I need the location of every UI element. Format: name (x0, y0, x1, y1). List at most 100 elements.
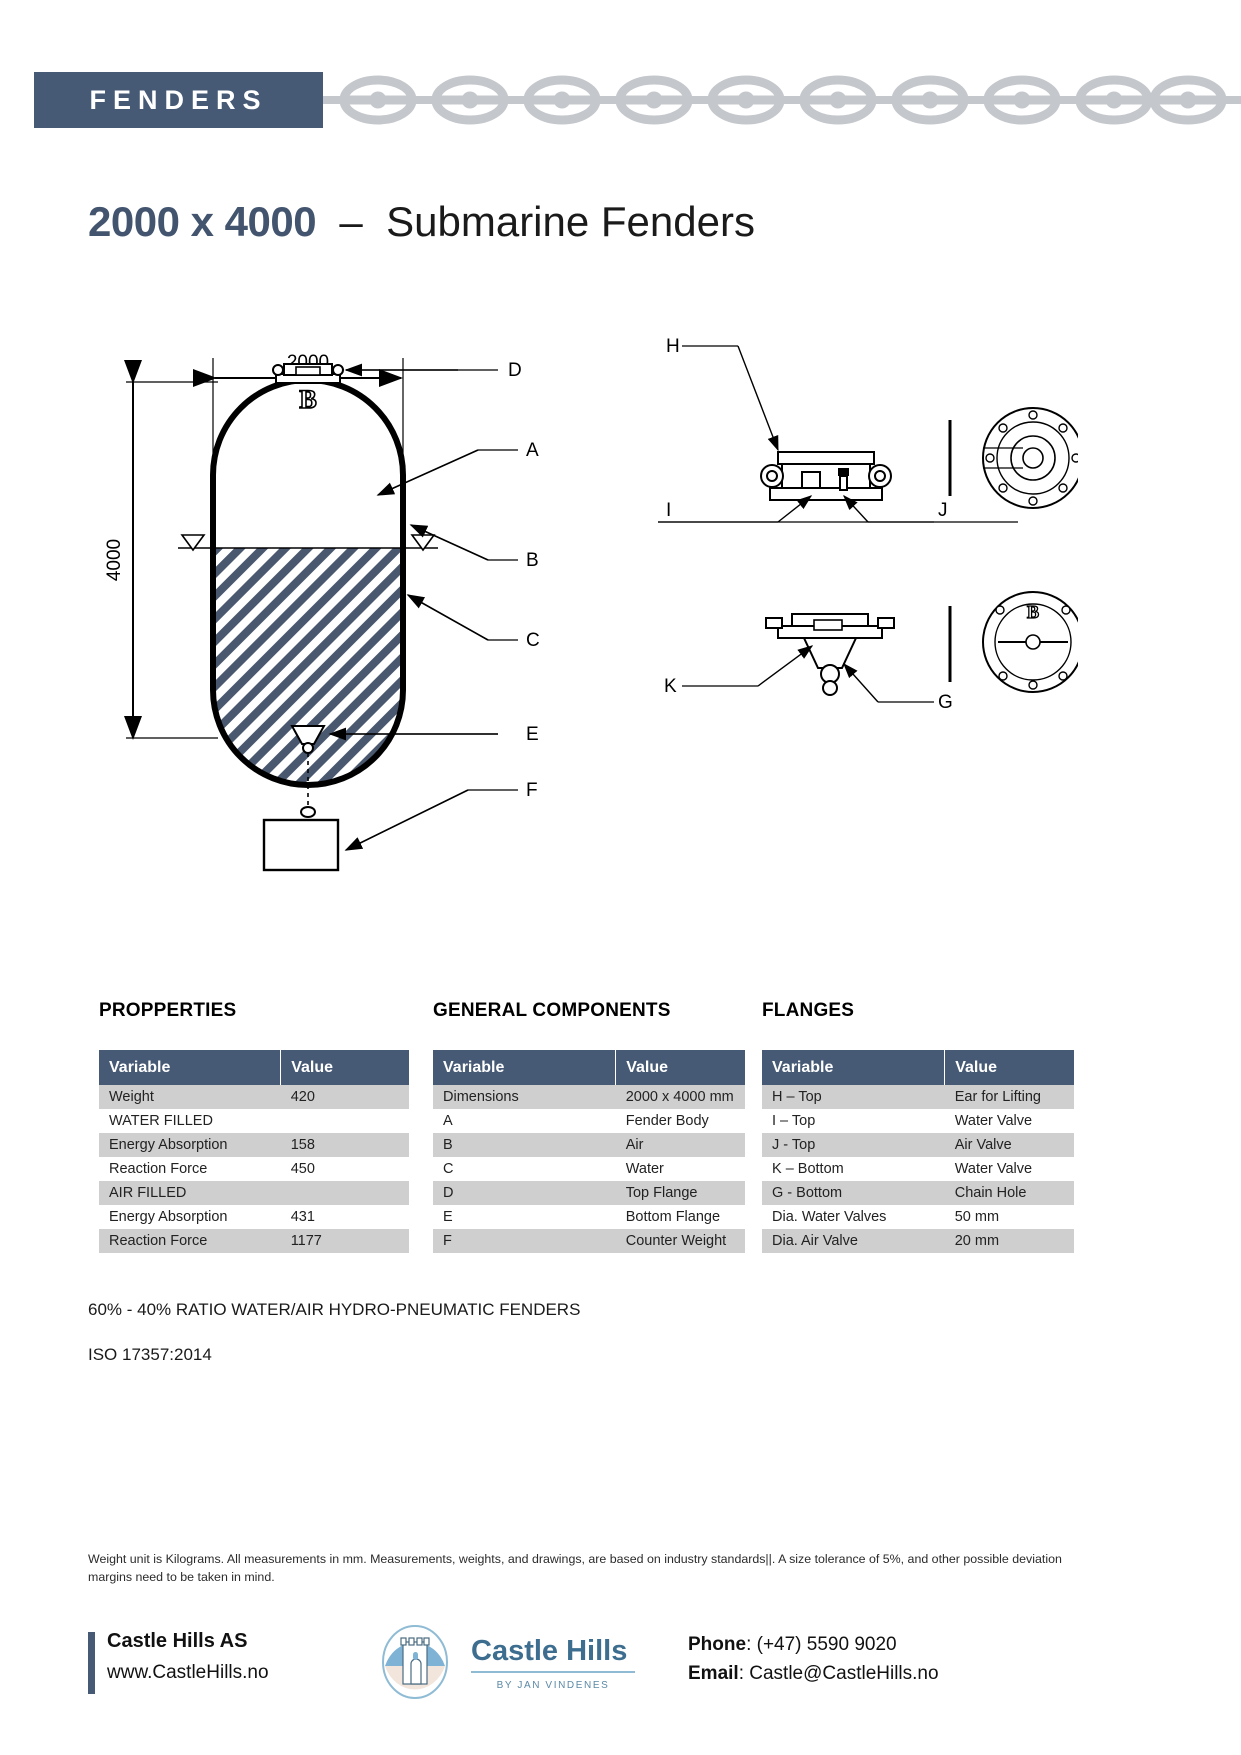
bottom-flange-side-view: K G B (664, 591, 1078, 713)
cell-variable: A (433, 1109, 616, 1133)
standard-note: ISO 17357:2014 (88, 1345, 212, 1364)
callout-K: K (664, 676, 677, 697)
cell-variable: Dia. Air Valve (762, 1229, 945, 1253)
svg-text:B: B (299, 385, 316, 414)
cell-variable: E (433, 1205, 616, 1229)
logo-wordmark: Castle Hills (471, 1635, 627, 1667)
cell-value: Bottom Flange (615, 1205, 745, 1229)
bottom-flange-detail (290, 725, 326, 754)
footer-email-line: Email: Castle@CastleHills.no (688, 1659, 939, 1688)
table-row: AIR FILLED (99, 1181, 409, 1205)
title-dash: – (339, 198, 363, 245)
properties-heading: PROPPERTIES (99, 1000, 237, 1021)
footer-phone-line: Phone: (+47) 5590 9020 (688, 1630, 939, 1659)
ratio-note: 60% - 40% RATIO WATER/AIR HYDRO-PNEUMATI… (88, 1300, 581, 1319)
phone-label: Phone (688, 1634, 747, 1655)
cell-value: 2000 x 4000 mm (615, 1085, 745, 1109)
general-components-heading: GENERAL COMPONENTS (433, 1000, 671, 1021)
cell-variable: Reaction Force (99, 1157, 281, 1181)
cell-variable: H – Top (762, 1085, 945, 1109)
cell-value: Water Valve (944, 1109, 1074, 1133)
footer-website-link[interactable]: www.CastleHills.no (107, 1662, 269, 1683)
cell-value: Air (615, 1133, 745, 1157)
svg-text:B: B (1027, 602, 1039, 622)
counter-weight-box (262, 818, 340, 872)
logo-tagline: BY JAN VINDENES (497, 1680, 610, 1691)
top-flange-plan-view (982, 407, 1078, 509)
cell-variable: Energy Absorption (99, 1205, 281, 1229)
fender-technical-drawing: 2000 4000 B (104, 336, 1078, 872)
title-dimension: 2000 x 4000 (88, 198, 317, 245)
cell-variable: I – Top (762, 1109, 945, 1133)
anchor-chain-icon (323, 75, 1241, 125)
page-header: FENDERS (0, 72, 1241, 128)
cell-value: Fender Body (615, 1109, 745, 1133)
cell-variable: J - Top (762, 1133, 945, 1157)
callout-A: A (526, 440, 539, 461)
table-header-row: Variable Value (99, 1050, 409, 1085)
callout-I: I (666, 500, 671, 521)
top-flange-side-view: H I J (658, 336, 1078, 523)
callout-F: F (526, 780, 538, 801)
cell-variable: WATER FILLED (99, 1109, 281, 1133)
column-header-variable: Variable (433, 1050, 616, 1085)
page-title: 2000 x 4000 – Submarine Fenders (88, 198, 755, 246)
callout-E: E (526, 724, 539, 745)
cell-value: Air Valve (944, 1133, 1074, 1157)
cell-value (280, 1181, 409, 1205)
callout-J: J (938, 500, 948, 521)
table-header-row: Variable Value (433, 1050, 745, 1085)
page-footer: Castle Hills AS www.CastleHills.no Castl… (88, 1625, 1088, 1710)
cell-variable: D (433, 1181, 616, 1205)
cell-variable: K – Bottom (762, 1157, 945, 1181)
footer-accent-bar (88, 1632, 95, 1694)
email-value[interactable]: : Castle@CastleHills.no (738, 1663, 939, 1685)
bottom-flange-plan-view: B (982, 591, 1078, 693)
cell-variable: F (433, 1229, 616, 1253)
column-header-value: Value (944, 1050, 1074, 1085)
title-subject: Submarine Fenders (386, 198, 755, 245)
cell-value: Counter Weight (615, 1229, 745, 1253)
footer-contact-block: Phone: (+47) 5590 9020 Email: Castle@Cas… (688, 1630, 939, 1689)
callout-B: B (526, 550, 539, 571)
table-row: WATER FILLED (99, 1109, 409, 1133)
castle-hills-logo: Castle Hills BY JAN VINDENES (382, 1625, 635, 1699)
header-category-tab: FENDERS (34, 72, 323, 128)
callout-C: C (526, 630, 540, 651)
phone-value: : (+47) 5590 9020 (746, 1634, 897, 1655)
callout-G: G (938, 692, 953, 713)
cell-value: Water (615, 1157, 745, 1181)
column-header-variable: Variable (762, 1050, 945, 1085)
callout-D: D (508, 360, 522, 381)
cell-variable: AIR FILLED (99, 1181, 281, 1205)
fender-body-view: 2000 4000 B (104, 352, 540, 872)
column-header-variable: Variable (99, 1050, 281, 1085)
cell-value: 20 mm (944, 1229, 1074, 1253)
cell-value: 1177 (280, 1229, 409, 1253)
cell-variable: Dimensions (433, 1085, 616, 1109)
